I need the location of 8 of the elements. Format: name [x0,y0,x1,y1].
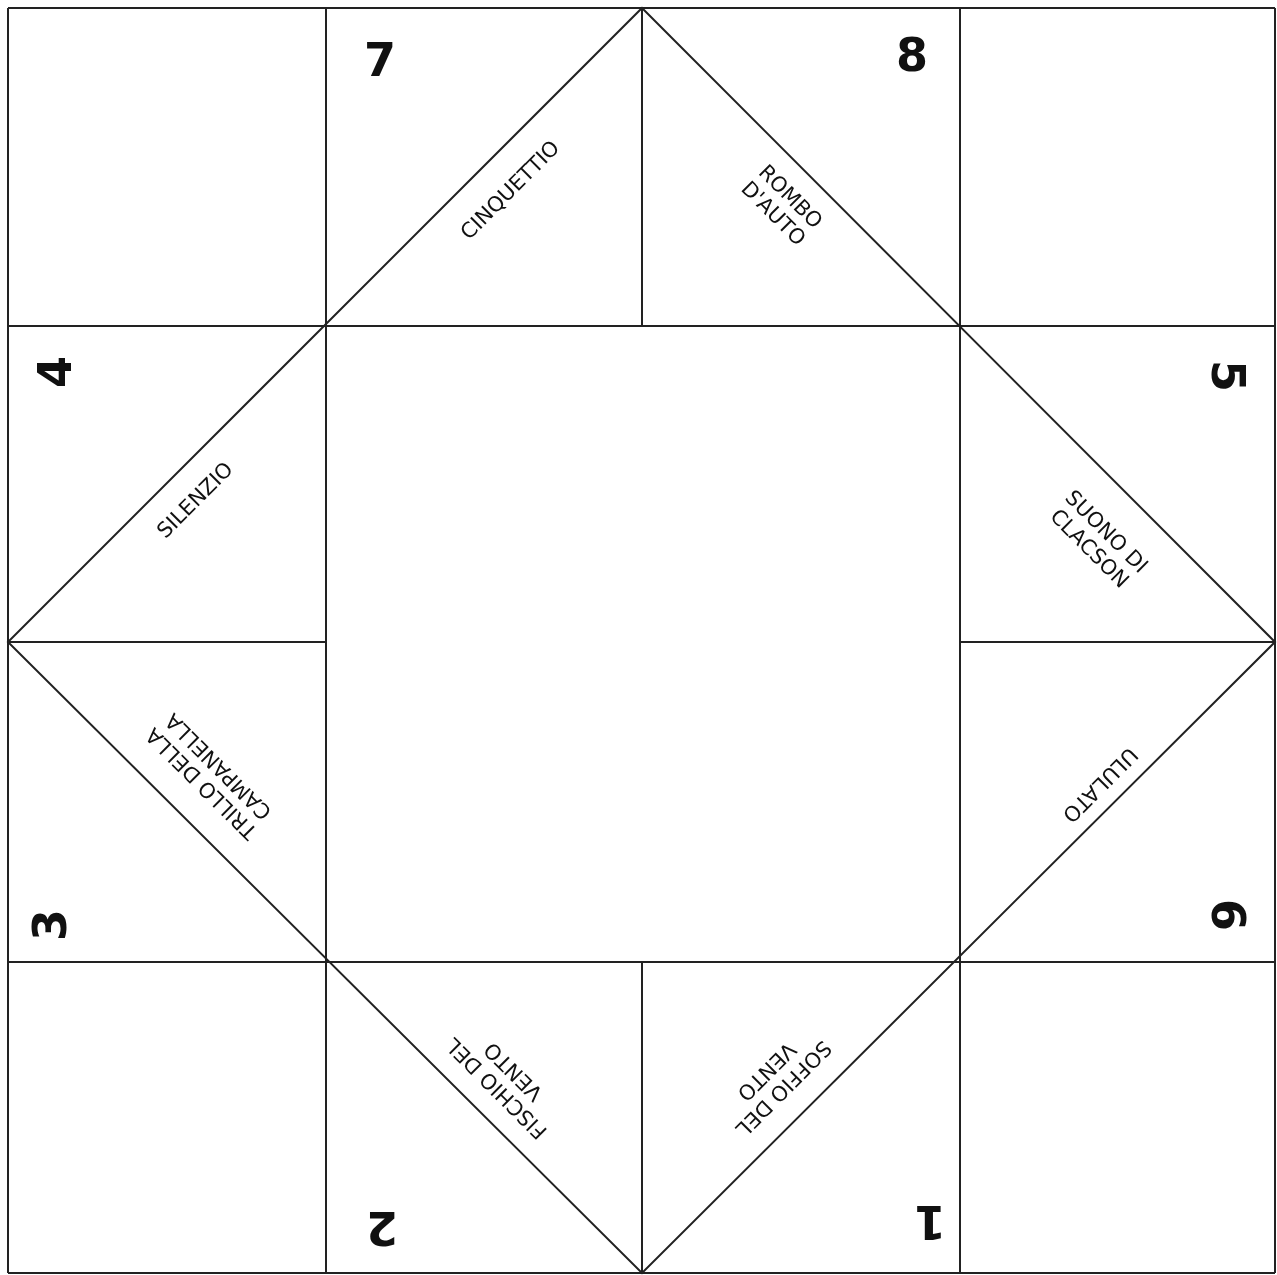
fold-number: 2 [365,1201,399,1255]
fold-number: 3 [23,908,77,943]
fold-number: 8 [895,28,929,82]
fold-number: 5 [1201,359,1255,394]
fold-number: 7 [363,33,397,87]
fold-number: 6 [1201,898,1255,933]
fold-number: 1 [913,1195,947,1249]
fold-number: 4 [28,355,82,390]
